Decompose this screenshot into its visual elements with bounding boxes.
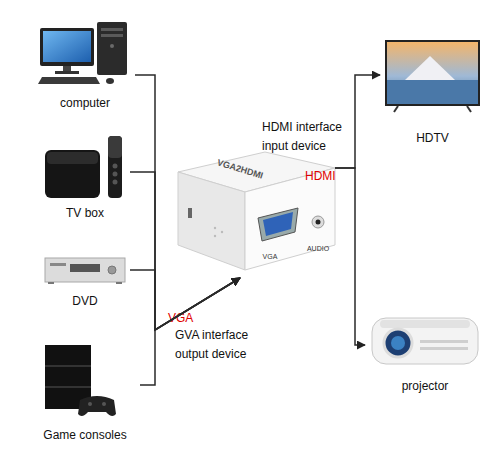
dvd-tray — [50, 263, 66, 266]
keyboard — [38, 77, 100, 84]
node-label: projector — [365, 379, 485, 393]
remote-body — [108, 136, 122, 198]
dvd-display — [70, 264, 100, 272]
tv-screen — [387, 42, 478, 104]
projector-body — [372, 318, 478, 364]
dvd-body — [45, 258, 125, 282]
connector-line — [135, 75, 240, 330]
projector-vent — [420, 340, 468, 343]
projector-illustration — [372, 318, 478, 364]
tv-leg — [394, 106, 398, 112]
projector-top — [380, 320, 470, 328]
drive-slot — [101, 34, 123, 37]
pc-tower — [97, 22, 127, 75]
game-console-illustration — [45, 345, 116, 416]
vga-port-shell — [258, 208, 298, 241]
game-console-node: Game consoles — [30, 340, 140, 442]
monitor-bezel — [40, 28, 94, 66]
remote-touchpad — [108, 136, 122, 158]
projector-vent — [420, 347, 468, 350]
remote-button — [113, 164, 118, 169]
hdtv-illustration — [385, 40, 480, 112]
projector-lens — [384, 329, 412, 357]
tv-mountain — [405, 56, 455, 80]
connector-line — [130, 172, 240, 330]
node-label: DVD — [40, 294, 130, 308]
controller-stick — [102, 402, 106, 406]
controller — [78, 396, 116, 416]
audio-hole — [316, 220, 321, 225]
dvd-foot — [48, 282, 54, 284]
node-label: AUDIO — [303, 244, 333, 253]
node-label: HDTV — [380, 131, 485, 145]
audio-jack — [312, 216, 324, 228]
vga-port — [263, 212, 293, 236]
remote-button — [113, 172, 118, 177]
dvd-node: DVD — [40, 252, 130, 308]
usb-port — [188, 208, 192, 218]
signal-name: HDMI — [305, 167, 345, 186]
dvd-knob — [108, 266, 116, 274]
projector-lens-inner — [391, 336, 405, 350]
tv-leg — [467, 106, 471, 112]
mouse — [106, 78, 114, 84]
dvd-illustration — [45, 258, 125, 284]
interface-note: HDMI interface input device — [262, 118, 354, 156]
tv-box-top — [47, 152, 98, 164]
tv-frame — [385, 40, 480, 106]
tv-box-illustration — [45, 136, 122, 198]
node-label: VGA — [255, 252, 285, 261]
vent — [221, 231, 223, 233]
power-button — [110, 44, 114, 48]
monitor-screen — [43, 31, 91, 62]
computer-illustration — [38, 22, 127, 84]
converter-node: VGA2HDMI VGA AUDIO — [175, 148, 335, 278]
vent — [214, 235, 216, 237]
tv-box-body — [45, 150, 100, 198]
node-label: Game consoles — [30, 428, 140, 442]
converter-side — [178, 172, 245, 270]
drive-slot — [101, 28, 123, 31]
node-label: TV box — [40, 206, 130, 220]
monitor-base — [55, 71, 79, 74]
connector-line — [130, 270, 240, 330]
node-label: computer — [35, 96, 135, 110]
tv-box-node: TV box — [40, 130, 130, 220]
hdtv-node: HDTV — [380, 35, 485, 145]
console-stripe — [45, 386, 91, 388]
controller-stick — [88, 402, 92, 406]
vent — [214, 227, 216, 229]
node-label: VGA2HDMI — [200, 153, 280, 187]
console-stripe — [45, 365, 91, 367]
projector-node: projector — [365, 305, 485, 393]
tv-water — [387, 80, 478, 104]
converter-front — [245, 168, 335, 270]
dvd-foot — [116, 282, 122, 284]
interface-note: GVA interface output device — [175, 326, 265, 364]
signal-name: VGA — [168, 309, 208, 328]
computer-node: computer — [35, 20, 135, 110]
remote-button — [113, 180, 118, 185]
connector-line — [335, 168, 365, 345]
